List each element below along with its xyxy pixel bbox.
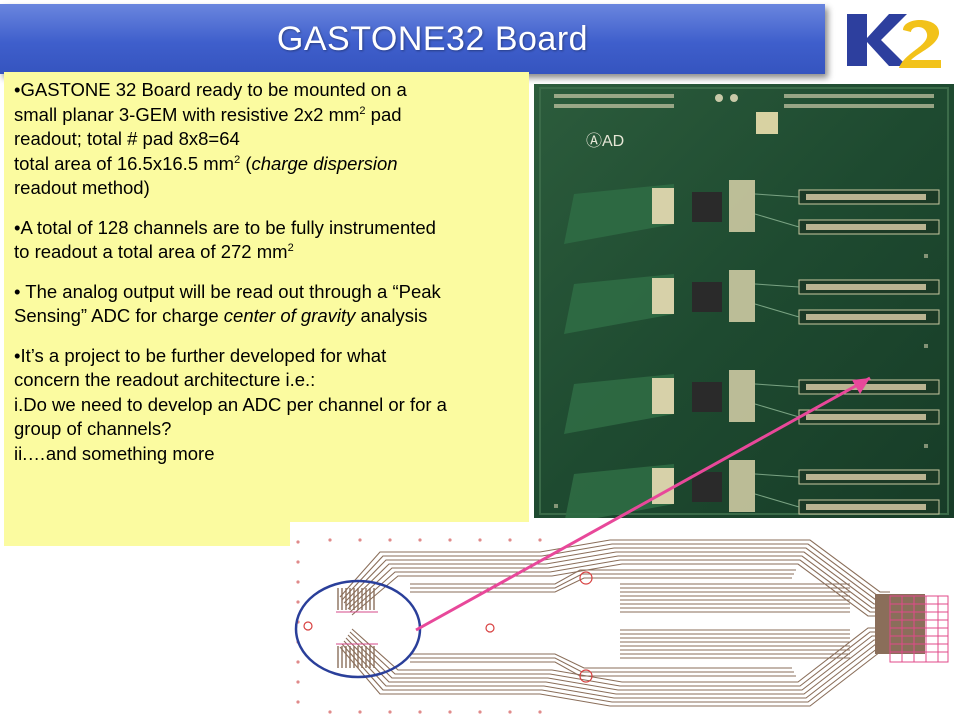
board-photo: ⒶAD	[534, 84, 954, 518]
pad-layout-drawing	[290, 522, 960, 720]
slide-title: GASTONE32 Board	[276, 19, 589, 58]
svg-text:ⒶAD: ⒶAD	[586, 132, 624, 150]
paragraph-project: •It’s a project to be further developed …	[14, 344, 447, 464]
paragraph-channels: •A total of 128 channels are to be fully…	[14, 216, 436, 263]
k2-logo	[847, 14, 941, 68]
slide-title-bar: GASTONE32 Board	[0, 4, 825, 74]
paragraph-analog-output: • The analog output will be read out thr…	[14, 280, 441, 327]
paragraph-gastone-board: •GASTONE 32 Board ready to be mounted on…	[14, 79, 407, 198]
text-panel: •GASTONE 32 Board ready to be mounted on…	[4, 72, 529, 546]
